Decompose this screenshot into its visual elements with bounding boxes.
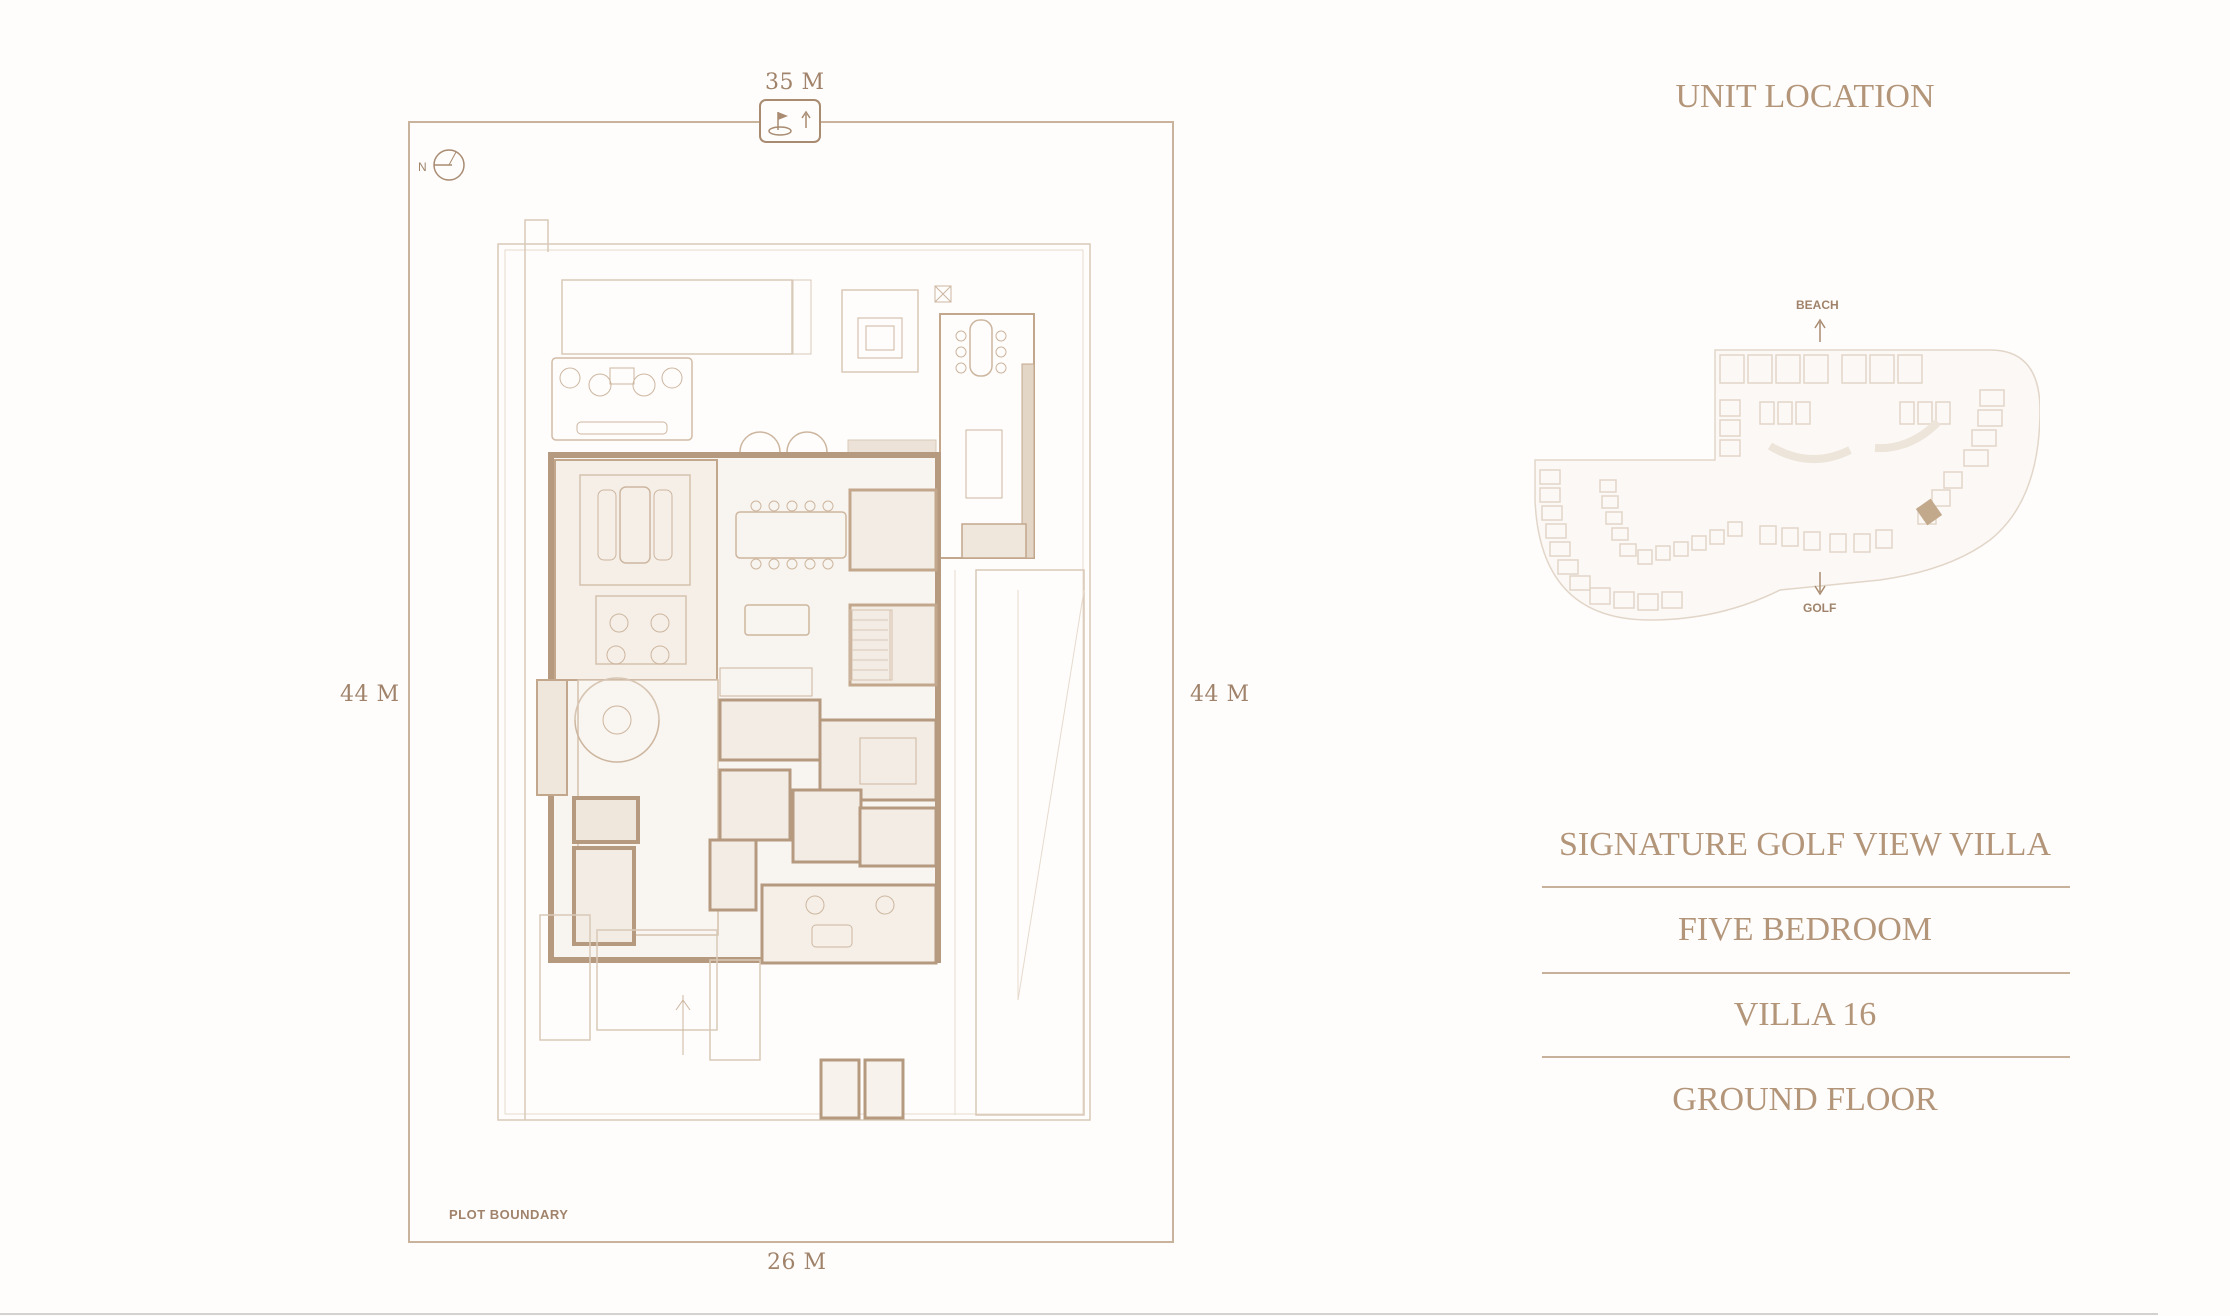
bedroom-count: FIVE BEDROOM: [1677, 911, 1933, 948]
villa-16-marker: [1915, 498, 1943, 526]
footer-divider: [0, 1313, 2158, 1315]
villa-number: VILLA 16: [1733, 996, 1877, 1033]
beach-label: BEACH: [1796, 298, 1839, 312]
floor-level: GROUND FLOOR: [1672, 1081, 1938, 1118]
golf-label: GOLF: [1803, 601, 1837, 615]
unit-location-title: UNIT LOCATION: [1675, 78, 1935, 115]
site-map: [1534, 318, 2040, 621]
north-arrow-icon: [433, 149, 465, 181]
north-label: N: [418, 160, 427, 174]
plot-boundary-label: PLOT BOUNDARY: [449, 1207, 569, 1222]
dimension-top: 35 M: [765, 70, 825, 95]
divider: [1542, 886, 2070, 888]
villa-type: SIGNATURE GOLF VIEW VILLA: [1558, 826, 2052, 863]
dimension-right: 44 M: [1190, 682, 1250, 707]
dimension-bottom: 26 M: [767, 1250, 827, 1275]
golf-flag-icon: [759, 99, 821, 143]
plan-drawing: [408, 99, 1174, 1243]
divider: [1542, 972, 2070, 974]
divider: [1542, 1056, 2070, 1058]
dimension-left: 44 M: [340, 682, 400, 707]
